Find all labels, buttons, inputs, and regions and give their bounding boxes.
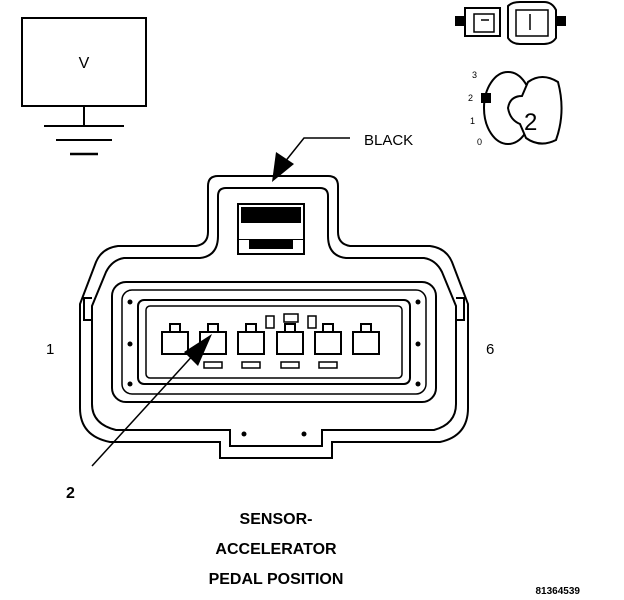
mating-face bbox=[111, 281, 437, 403]
voltmeter-box bbox=[21, 17, 147, 107]
connector-body bbox=[79, 175, 469, 459]
caption-line-3: PEDAL POSITION bbox=[209, 571, 344, 588]
terminal-cavities bbox=[161, 323, 380, 355]
dial-pos-2: 2 bbox=[468, 93, 473, 103]
left-latch-tab bbox=[83, 297, 92, 321]
right-latch-tab bbox=[456, 297, 465, 321]
terminal-2 bbox=[199, 323, 227, 355]
figure-id: 81364539 bbox=[536, 586, 581, 597]
connector-inner-shell bbox=[91, 187, 457, 447]
voltmeter: V bbox=[21, 17, 147, 156]
terminal-slots bbox=[203, 361, 338, 369]
face-cavity bbox=[145, 305, 403, 379]
face-frame-inner bbox=[137, 299, 411, 385]
dial-pos-3: 3 bbox=[472, 70, 477, 80]
dial-knob bbox=[506, 76, 563, 145]
pin-1-label: 1 bbox=[46, 341, 54, 358]
connector-color-label: BLACK bbox=[364, 132, 413, 149]
terminal-4 bbox=[276, 323, 304, 355]
keying-slots bbox=[265, 313, 317, 329]
color-callout-arrow bbox=[272, 137, 350, 182]
connector-lock-tab bbox=[237, 203, 305, 255]
caption-line-1: SENSOR- bbox=[240, 511, 313, 528]
face-frame-outer bbox=[111, 281, 437, 403]
face-frame-mid bbox=[121, 289, 427, 395]
terminal-1 bbox=[161, 323, 189, 355]
pin-2-pointer-arrow bbox=[91, 334, 212, 467]
locator-dots bbox=[127, 299, 421, 437]
ground-icon bbox=[44, 125, 124, 156]
terminal-5 bbox=[314, 323, 342, 355]
pin-2-pointer-label: 2 bbox=[66, 485, 75, 502]
terminal-6 bbox=[352, 323, 380, 355]
pin-6-label: 6 bbox=[486, 341, 494, 358]
dial-pos-0: 0 bbox=[477, 137, 482, 147]
voltmeter-label: V bbox=[79, 55, 90, 72]
terminal-3 bbox=[237, 323, 265, 355]
dial-selected-value: 2 bbox=[524, 109, 537, 136]
caption-line-2: ACCELERATOR bbox=[215, 541, 337, 558]
selector-dial: 3 2 1 0 2 bbox=[468, 70, 563, 147]
dial-pos-1: 1 bbox=[470, 116, 475, 126]
dial-pointer-mark bbox=[481, 93, 491, 103]
connector-outer-shell bbox=[79, 175, 469, 459]
connector-halves-icon bbox=[455, 0, 566, 45]
